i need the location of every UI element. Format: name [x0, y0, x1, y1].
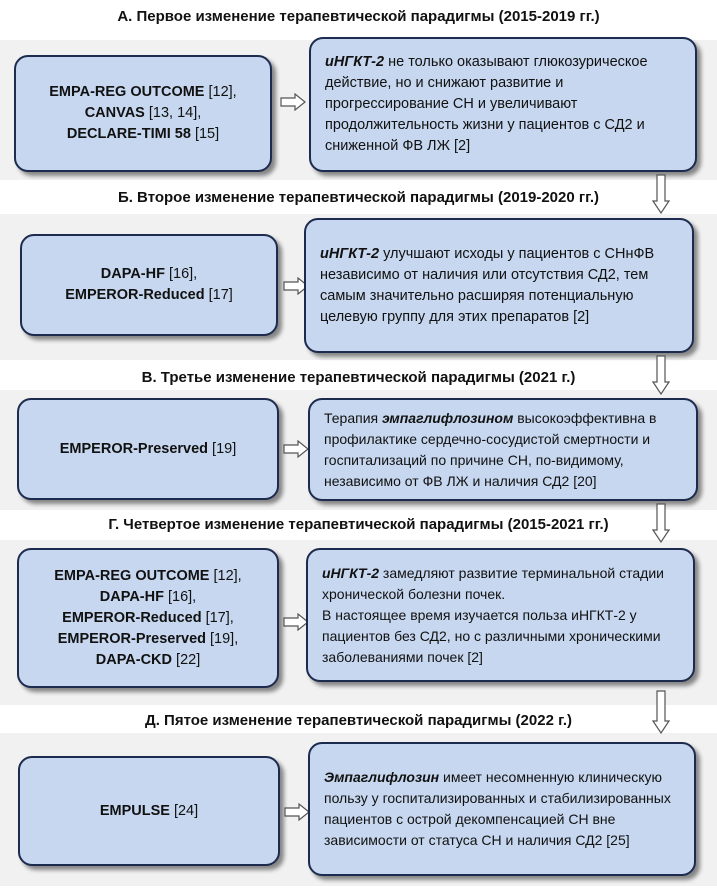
trials-box: EMPEROR-Preserved [19]	[17, 398, 279, 500]
finding-box: иНГКТ-2 замедляют развитие терминальной …	[306, 548, 695, 682]
finding-text-2: В настоящее время изучается польза иНГКТ…	[322, 606, 661, 665]
trial-name: EMPULSE	[99, 802, 170, 819]
trial-name: DAPA-HF	[100, 266, 165, 282]
trial-ref: [12],	[209, 567, 242, 584]
finding-text: имеет несомненную клиническую пользу у г…	[324, 769, 671, 848]
right-arrow-icon	[283, 613, 309, 631]
trial-ref: [24]	[169, 802, 199, 819]
trial-name: EMPEROR-Reduced	[62, 609, 202, 626]
trial-ref: [15]	[190, 126, 220, 142]
trial-name: EMPEROR-Preserved	[59, 440, 209, 457]
finding-lead: иНГКТ-2	[320, 245, 380, 262]
trials-box: EMPULSE [24]	[18, 756, 280, 866]
down-arrow-icon	[652, 503, 670, 543]
down-arrow-icon	[652, 355, 670, 395]
finding-box: Эмпаглифлозин имеет несомненную клиничес…	[308, 742, 696, 876]
trial-ref: [19]	[208, 440, 237, 457]
right-arrow-icon	[280, 93, 306, 111]
finding-text: улучшают исходы у пациентов с СНнФВ неза…	[320, 245, 655, 325]
finding-lead: эмпаглифлозином	[382, 409, 514, 426]
trial-name: EMPEROR-Preserved	[57, 630, 206, 647]
finding-box: иНГКТ-2 не только оказывают глюкозуричес…	[309, 37, 697, 172]
right-arrow-icon	[283, 440, 309, 458]
section-title: В. Третье изменение терапевтической пара…	[141, 369, 576, 386]
down-arrow-icon	[652, 690, 670, 734]
section-title: Б. Второе изменение терапевтической пара…	[117, 189, 600, 206]
trial-name: EMPEROR-Reduced	[65, 287, 205, 303]
finding-pre: Терапия	[324, 409, 382, 426]
trials-box: DAPA-HF [16], EMPEROR-Reduced [17]	[20, 234, 278, 336]
trial-name: DAPA-HF	[99, 588, 164, 605]
trial-ref: [16],	[164, 266, 198, 282]
section-title: Д. Пятое изменение терапевтической парад…	[145, 712, 572, 729]
trial-name: EMPA-REG OUTCOME	[54, 567, 210, 584]
right-arrow-icon	[283, 277, 309, 295]
trial-ref: [16],	[163, 588, 197, 605]
finding-text: высокоэффективна в профилактике сердечно…	[324, 409, 657, 489]
trials-box: EMPA-REG OUTCOME [12], DAPA-HF [16], EMP…	[17, 548, 279, 688]
section-title: А. Первое изменение терапевтической пара…	[117, 8, 600, 25]
trial-ref: [22]	[172, 651, 201, 668]
finding-lead: иНГКТ-2	[322, 564, 380, 581]
right-arrow-icon	[284, 803, 310, 821]
finding-box: Терапия эмпаглифлозином высокоэффективна…	[308, 398, 698, 501]
down-arrow-icon	[652, 174, 670, 214]
trial-name: DAPA-CKD	[95, 651, 173, 668]
section-title: Г. Четвертое изменение терапевтической п…	[108, 516, 609, 533]
trial-name: EMPA-REG OUTCOME	[49, 84, 205, 100]
trial-ref: [17],	[201, 609, 234, 626]
trial-ref: [12],	[204, 84, 237, 100]
trial-ref: [17]	[204, 287, 233, 303]
trial-name: CANVAS	[84, 105, 145, 121]
trials-box: EMPA-REG OUTCOME [12], CANVAS [13, 14], …	[14, 55, 272, 172]
finding-box: иНГКТ-2 улучшают исходы у пациентов с СН…	[304, 218, 694, 353]
finding-lead: Эмпаглифлозин	[324, 769, 440, 785]
finding-text: не только оказывают глюкозурическое дейс…	[325, 54, 648, 154]
finding-text: замедляют развитие терминальной стадии х…	[322, 564, 664, 602]
finding-lead: иНГКТ-2	[325, 54, 385, 70]
trial-ref: [13, 14],	[144, 105, 202, 121]
trial-name: DECLARE-TIMI 58	[66, 126, 191, 142]
trial-ref: [19],	[206, 630, 239, 647]
